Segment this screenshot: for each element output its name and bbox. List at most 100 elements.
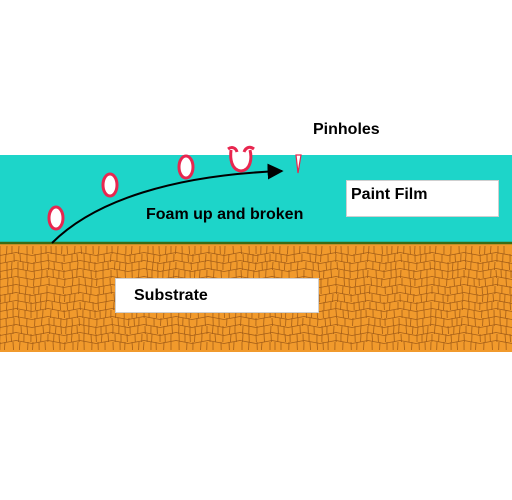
grain-tick xyxy=(492,325,494,335)
grain-tick xyxy=(465,261,467,271)
grain-tick xyxy=(18,245,20,255)
grain-tick xyxy=(284,261,286,271)
grain-tick xyxy=(341,325,343,335)
grain-tick xyxy=(360,325,362,335)
grain-tick xyxy=(66,245,68,255)
grain-tick xyxy=(329,317,331,327)
grain-tick xyxy=(41,317,43,327)
grain-tick xyxy=(240,245,242,255)
grain-tick xyxy=(461,317,463,327)
grain-tick xyxy=(479,245,481,255)
grain-tick xyxy=(194,333,196,343)
grain-tick xyxy=(509,301,511,311)
grain-tick xyxy=(369,285,371,295)
bubble-icon xyxy=(101,172,119,198)
grain-tick xyxy=(447,325,449,335)
grain-tick xyxy=(488,317,490,327)
grain-tick xyxy=(373,325,375,335)
foam-label: Foam up and broken xyxy=(146,206,304,223)
grain-tick xyxy=(188,245,190,255)
grain-tick xyxy=(40,261,42,271)
grain-tick xyxy=(435,245,437,255)
grain-tick xyxy=(486,285,488,295)
grain-tick xyxy=(153,253,155,263)
grain-tick xyxy=(125,261,127,271)
grain-tick xyxy=(175,245,177,255)
grain-tick xyxy=(410,285,412,295)
grain-tick xyxy=(441,325,443,335)
grain-line xyxy=(0,340,512,344)
grain-tick xyxy=(403,341,405,351)
grain-tick xyxy=(471,245,473,255)
broken-bubble-icon xyxy=(229,149,253,173)
grain-tick xyxy=(467,309,469,319)
grain-tick xyxy=(426,333,428,343)
grain-tick xyxy=(261,341,263,351)
grain-tick xyxy=(17,301,19,311)
grain-tick xyxy=(230,333,232,343)
grain-tick xyxy=(85,285,87,295)
grain-tick xyxy=(194,269,196,279)
bubble-icon xyxy=(47,205,65,231)
grain-tick xyxy=(363,341,365,351)
grain-tick xyxy=(4,341,6,351)
grain-tick xyxy=(495,269,497,279)
grain-tick xyxy=(324,317,326,327)
grain-tick xyxy=(413,293,415,303)
broken-bubble-lip-icon xyxy=(227,145,255,153)
grain-tick xyxy=(80,245,82,255)
grain-tick xyxy=(410,317,412,327)
grain-tick xyxy=(101,333,103,343)
grain-tick xyxy=(166,317,168,327)
grain-tick xyxy=(71,333,73,343)
grain-tick xyxy=(445,333,447,343)
grain-tick xyxy=(327,333,329,343)
grain-tick xyxy=(25,301,27,311)
grain-tick xyxy=(316,341,318,351)
grain-tick xyxy=(271,317,273,327)
grain-tick xyxy=(287,245,289,255)
grain-tick xyxy=(131,341,133,351)
grain-tick xyxy=(405,325,407,335)
grain-tick xyxy=(229,325,231,335)
grain-tick xyxy=(105,301,107,311)
grain-tick xyxy=(330,269,332,279)
grain-tick xyxy=(26,325,28,335)
grain-tick xyxy=(318,269,320,279)
grain-tick xyxy=(359,285,361,295)
grain-tick xyxy=(368,245,370,255)
grain-tick xyxy=(55,325,57,335)
grain-tick xyxy=(409,277,411,287)
grain-tick xyxy=(335,245,337,255)
grain-tick xyxy=(78,317,80,327)
grain-tick xyxy=(481,309,483,319)
grain-tick xyxy=(42,325,44,335)
grain-tick xyxy=(160,317,162,327)
grain-tick xyxy=(492,293,494,303)
grain-tick xyxy=(460,277,462,287)
grain-tick xyxy=(51,301,53,311)
grain-tick xyxy=(10,333,12,343)
grain-tick xyxy=(138,269,140,279)
grain-tick xyxy=(504,333,506,343)
grain-tick xyxy=(33,269,35,279)
grain-tick xyxy=(434,325,436,335)
grain-tick xyxy=(459,325,461,335)
grain-tick xyxy=(113,293,115,303)
paint-film-label: Paint Film xyxy=(351,186,428,203)
grain-tick xyxy=(411,341,413,351)
grain-tick xyxy=(461,301,463,311)
grain-tick xyxy=(482,293,484,303)
grain-tick xyxy=(146,253,148,263)
grain-tick xyxy=(97,301,99,311)
grain-tick xyxy=(35,333,37,343)
grain-tick xyxy=(12,341,14,351)
grain-tick xyxy=(57,309,59,319)
grain-tick xyxy=(77,261,79,271)
paint-film-label-box xyxy=(346,180,499,217)
grain-tick xyxy=(110,253,112,263)
grain-tick xyxy=(490,245,492,255)
grain-tick xyxy=(404,285,406,295)
grain-tick xyxy=(103,285,105,295)
